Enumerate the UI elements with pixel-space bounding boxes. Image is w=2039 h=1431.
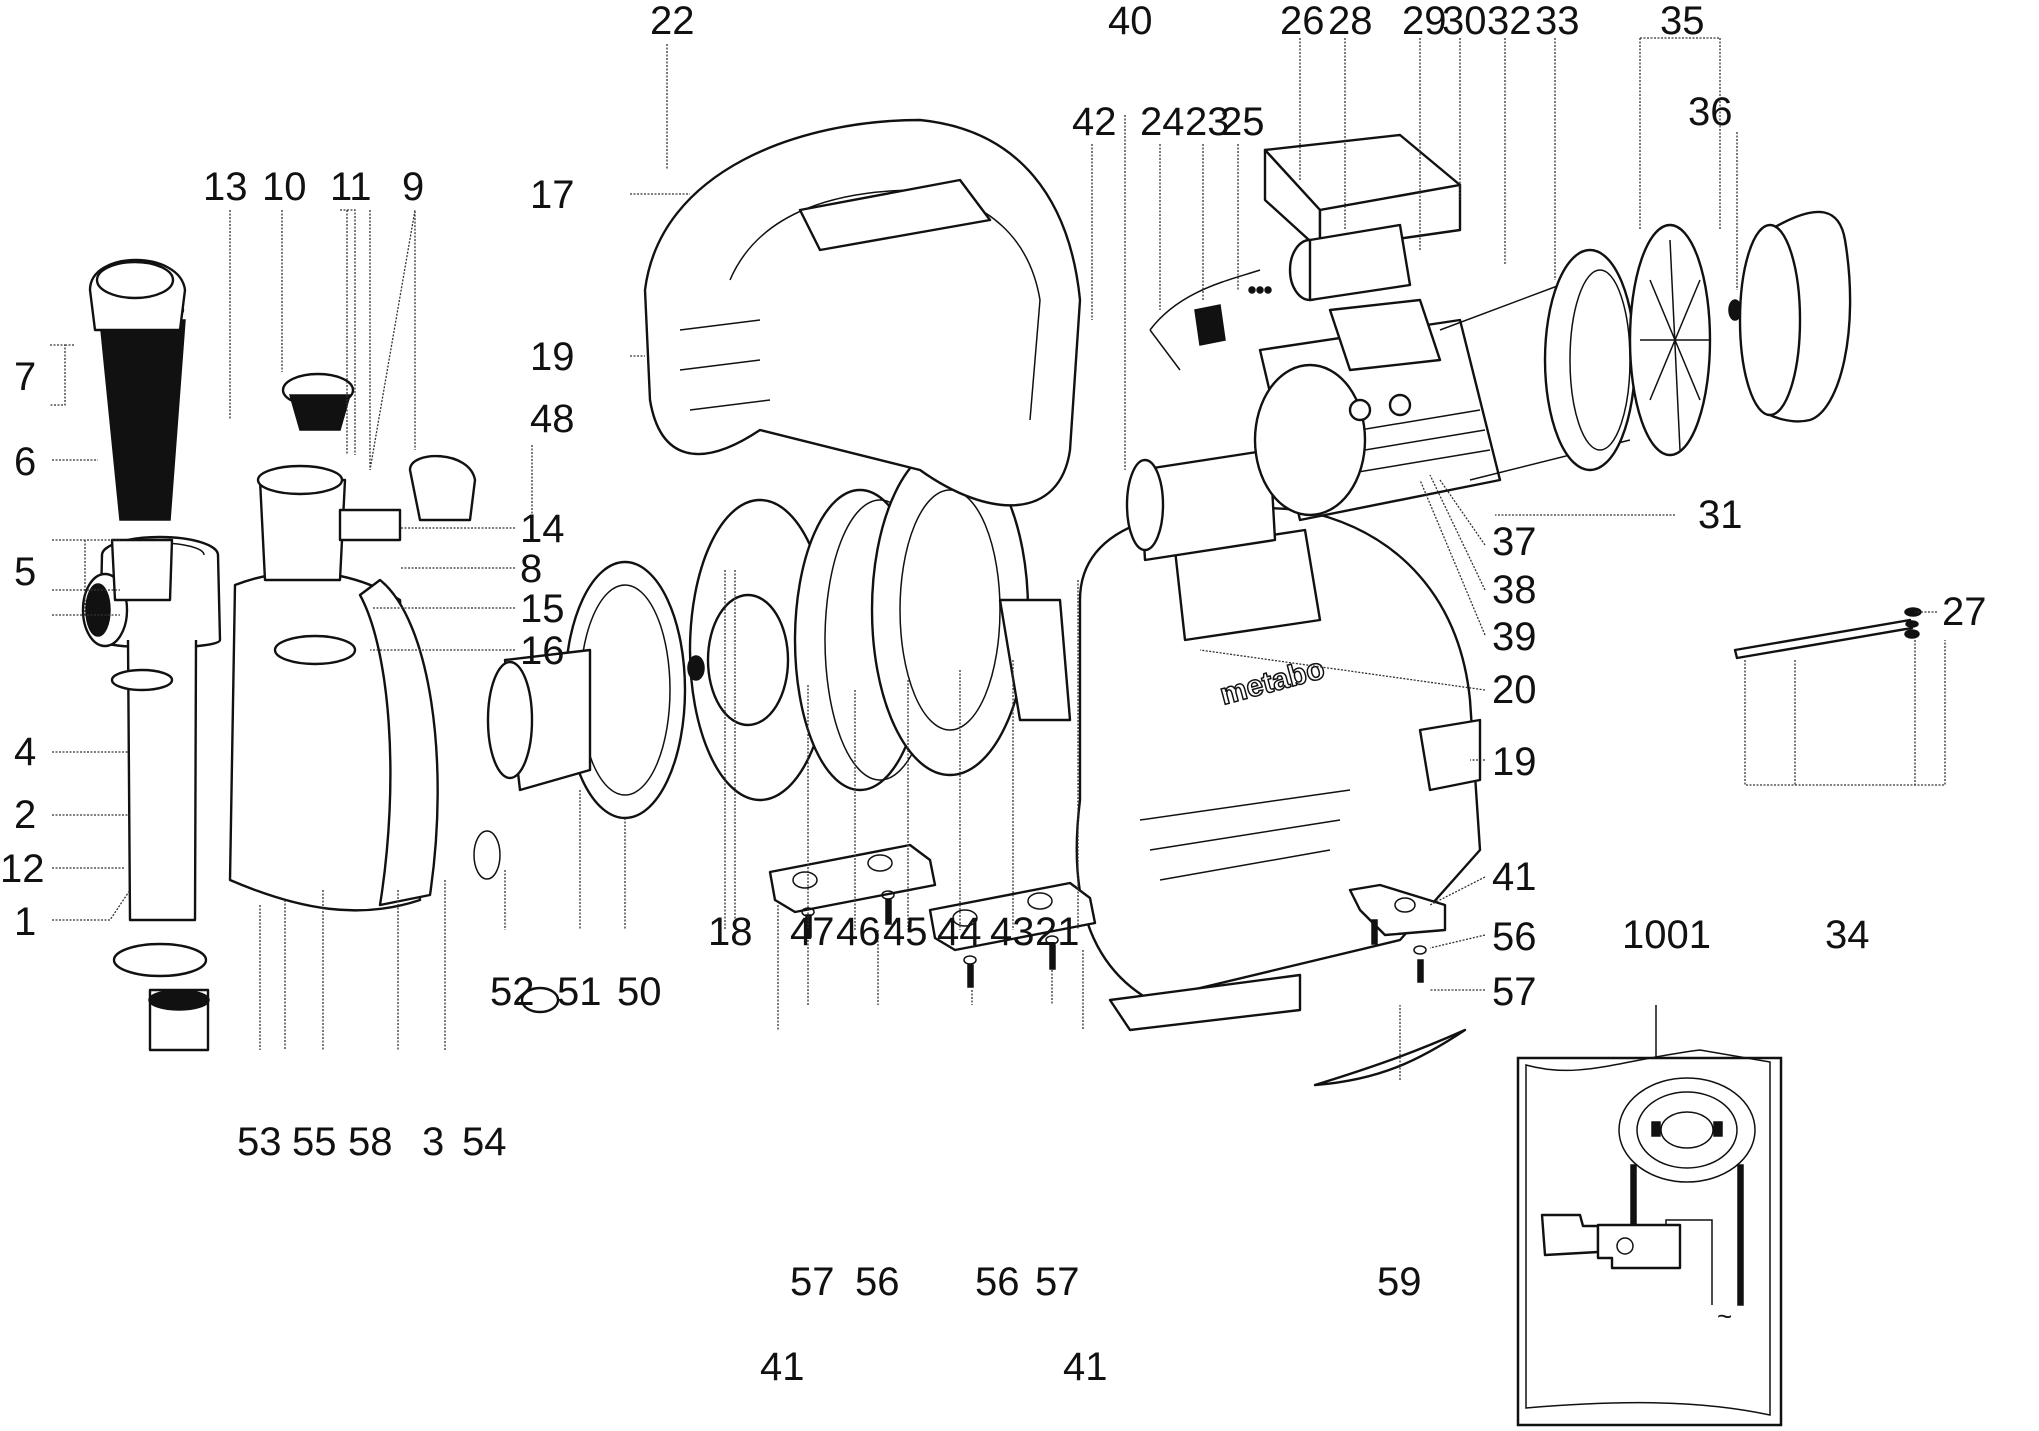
- wiring-inset: ~: [1516, 1005, 1783, 1427]
- strainer-assembly: [88, 258, 187, 692]
- callout-20: 20: [1492, 668, 1537, 712]
- callout-22: 22: [650, 0, 695, 43]
- callout-39: 39: [1492, 615, 1537, 659]
- callout-57-mid: 57: [1035, 1260, 1080, 1304]
- cable-gland: [1149, 269, 1272, 371]
- callout-33: 33: [1535, 0, 1580, 43]
- callout-labels: 7 6 5 4 2 12 1 13 10 11 9 14 8 15 16 22 …: [0, 0, 1987, 1389]
- callout-15: 15: [520, 587, 565, 631]
- callout-25: 25: [1220, 100, 1265, 144]
- callout-14: 14: [520, 507, 565, 551]
- callout-4: 4: [14, 730, 36, 774]
- pressure-switch-rod: [1733, 607, 1922, 660]
- leader-lines: [50, 37, 1946, 1080]
- callout-1: 1: [14, 900, 36, 944]
- housing-shell-front: metabo: [1075, 506, 1482, 1032]
- callout-35: 35: [1660, 0, 1705, 43]
- pump-housing: [81, 535, 560, 1052]
- callout-47: 47: [790, 910, 835, 954]
- callout-26: 26: [1280, 0, 1325, 43]
- callout-3: 3: [422, 1120, 444, 1164]
- capacitor-box: [1263, 133, 1462, 302]
- callout-45: 45: [883, 910, 928, 954]
- callout-46: 46: [836, 910, 881, 954]
- callout-54: 54: [462, 1120, 507, 1164]
- screws: [801, 890, 1427, 988]
- drain-plug: [148, 988, 210, 1052]
- callout-13: 13: [203, 165, 248, 209]
- callout-37: 37: [1492, 520, 1537, 564]
- callout-53: 53: [237, 1120, 282, 1164]
- callout-19-front: 19: [1492, 740, 1537, 784]
- diffuser-plate: [473, 560, 687, 880]
- callout-6: 6: [14, 440, 36, 484]
- callout-57-left: 57: [790, 1260, 835, 1304]
- label-sheet: [1313, 1028, 1467, 1087]
- check-valve-assembly: [256, 372, 477, 666]
- callout-40: 40: [1108, 0, 1153, 43]
- callout-50: 50: [617, 970, 662, 1014]
- callout-52: 52: [490, 970, 535, 1014]
- callout-10: 10: [262, 165, 307, 209]
- callout-32: 32: [1487, 0, 1532, 43]
- callout-16: 16: [520, 629, 565, 673]
- callout-28: 28: [1328, 0, 1373, 43]
- housing-shell-rear: [643, 118, 1082, 507]
- rubber-foot-1: [768, 843, 937, 914]
- callout-12: 12: [0, 847, 45, 891]
- callout-18: 18: [708, 910, 753, 954]
- callout-2: 2: [14, 793, 36, 837]
- callout-48: 48: [530, 397, 575, 441]
- callout-30: 30: [1442, 0, 1487, 43]
- callout-17: 17: [530, 173, 575, 217]
- callout-31: 31: [1698, 493, 1743, 537]
- callout-1001: 1001: [1622, 913, 1711, 957]
- callout-44: 44: [937, 910, 982, 954]
- callout-56-left: 56: [855, 1260, 900, 1304]
- callout-23: 23: [1185, 100, 1230, 144]
- callout-11: 11: [330, 165, 372, 209]
- callout-41-right: 41: [1492, 855, 1537, 899]
- callout-43: 43: [990, 910, 1035, 954]
- callout-42: 42: [1072, 100, 1117, 144]
- fan-assembly: [1439, 210, 1852, 481]
- callout-9: 9: [402, 165, 424, 209]
- callout-41-left: 41: [760, 1345, 805, 1389]
- callout-41-mid: 41: [1063, 1345, 1108, 1389]
- callout-59: 59: [1377, 1260, 1422, 1304]
- callout-38: 38: [1492, 568, 1537, 612]
- ac-symbol: ~: [1717, 1301, 1732, 1331]
- callout-5: 5: [14, 550, 36, 594]
- callout-34: 34: [1825, 913, 1870, 957]
- callout-21: 21: [1035, 910, 1080, 954]
- callout-27: 27: [1942, 590, 1987, 634]
- callout-55: 55: [292, 1120, 337, 1164]
- callout-7: 7: [14, 355, 36, 399]
- callout-51: 51: [557, 970, 602, 1014]
- callout-8: 8: [520, 547, 542, 591]
- callout-56-right: 56: [1492, 915, 1537, 959]
- callout-58: 58: [348, 1120, 393, 1164]
- callout-29: 29: [1402, 0, 1447, 43]
- callout-19-rear: 19: [530, 335, 575, 379]
- callout-56-mid: 56: [975, 1260, 1020, 1304]
- callout-24: 24: [1140, 100, 1185, 144]
- callout-36: 36: [1688, 90, 1733, 134]
- motor: [1125, 298, 1502, 562]
- callout-57-right: 57: [1492, 970, 1537, 1014]
